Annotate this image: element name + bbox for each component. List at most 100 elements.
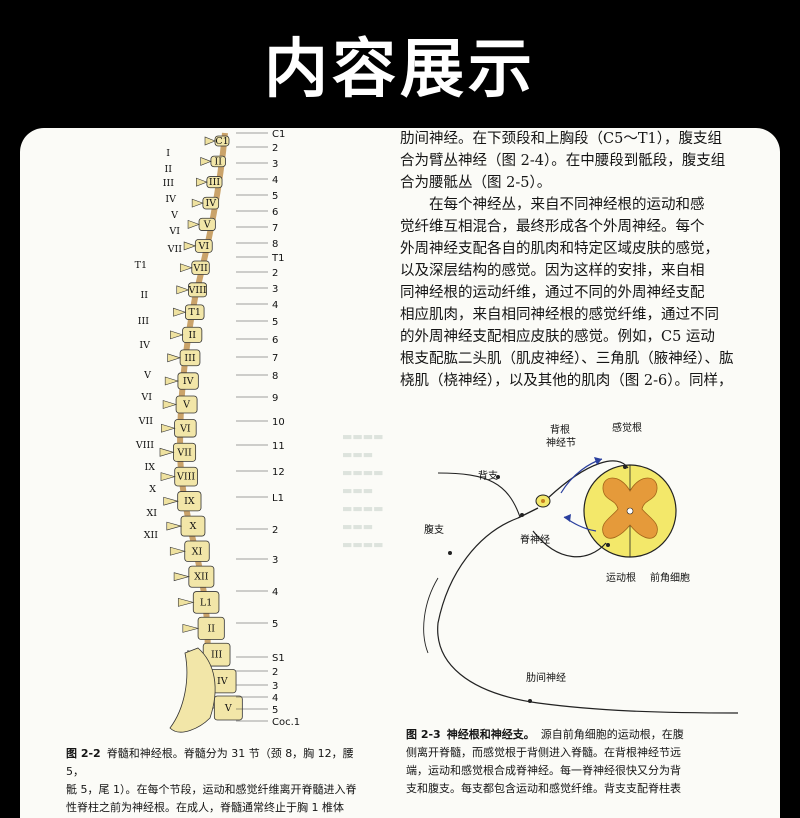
segment-label: 11	[272, 441, 285, 452]
label-spinal-nerve: 脊神经	[520, 533, 550, 546]
segment-label: 5	[272, 191, 278, 202]
vertebra-label: VI	[179, 423, 191, 434]
vertebra-label: XII	[194, 572, 209, 583]
segment-label: 7	[272, 223, 278, 234]
segment-label: 7	[272, 353, 278, 364]
label-anterior-horn: 前角细胞	[650, 571, 690, 584]
vertebra-side-label: III	[138, 316, 150, 327]
spine-figure: C1IIIIIIVVVIVIIVIIIT1IIIIIIVVVIVIIVIIIIX…	[135, 129, 300, 733]
spinous-process	[191, 198, 204, 208]
vertebra-label: VIII	[176, 472, 195, 483]
segment-label: 3	[272, 159, 278, 170]
segment-label: 3	[272, 284, 278, 295]
spinous-process	[187, 219, 200, 229]
spinous-process	[173, 307, 187, 317]
vertebra-side-label: XII	[144, 530, 159, 541]
caption-title: 神经根和神经支。	[446, 728, 535, 741]
banner: 内容展示	[0, 0, 800, 128]
vertebra-label: L1	[200, 597, 212, 608]
label-dorsal-ganglion-1: 背根	[550, 423, 570, 436]
spinous-process	[183, 241, 197, 251]
segment-label: 2	[272, 525, 278, 536]
vertebra-label: IX	[184, 496, 195, 507]
vertebra-side-label: VIII	[135, 440, 154, 451]
segment-label: C1	[272, 129, 285, 140]
vertebra-label: II	[207, 623, 215, 634]
caption-line: 骶 5，尾 1）。在每个节段，运动和感觉纤维离开脊髓进入脊	[66, 783, 357, 796]
caption-line: 端，运动和感觉根合成脊神经。每一脊神经很快又分为背	[406, 764, 681, 777]
body-line: 桡肌（桡神经），以及其他的肌肉（图 2-6）。同样，	[400, 373, 733, 389]
vertebra-side-label: IV	[139, 340, 150, 351]
segment-label: 4	[272, 587, 278, 598]
body-line: 在每个神经丛，来自不同神经根的运动和感	[400, 197, 705, 213]
caption-line: 性脊柱之前为神经根。在成人，脊髓通常终止于胸 1 椎体	[66, 801, 344, 814]
caption-line: 脊髓和神经根。脊髓分为 31 节（颈 8，胸 12，腰 5，	[66, 747, 354, 778]
vertebra-label: C1	[215, 136, 228, 147]
segment-label: 5	[272, 705, 278, 716]
vertebra-label: V	[203, 219, 211, 230]
banner-title: 内容展示	[264, 33, 536, 107]
central-canal	[626, 507, 634, 515]
vertebra-side-label: I	[166, 148, 170, 159]
bleed-through-text: ▬▬▬▬▬▬▬▬▬▬▬▬▬▬▬▬▬▬▬▬▬▬▬▬▬	[342, 430, 384, 551]
segment-label: 2	[272, 667, 278, 678]
spinous-process	[169, 546, 186, 556]
dorsal-branch	[437, 472, 521, 518]
spinous-process	[164, 376, 179, 386]
spinous-process	[179, 263, 193, 273]
body-line: 合为臂丛神经（图 2-4）。在中腰段到骶段，腹支组	[400, 153, 726, 169]
spinous-process	[204, 136, 216, 146]
vertebra-label: III	[209, 177, 221, 188]
vertebra-side-label: V	[170, 210, 178, 221]
spinous-process	[182, 623, 200, 633]
body-line: 的外周神经支配相应皮肤的感觉。例如，C5 运动	[400, 329, 715, 345]
arrow-head	[594, 457, 602, 465]
label-motor-root: 运动根	[606, 571, 636, 584]
spinous-process	[173, 572, 190, 582]
arrow-head	[564, 514, 571, 522]
spinous-process	[166, 521, 183, 531]
book-page: ▬▬▬▬▬▬▬▬▬▬▬▬▬▬▬▬▬▬▬▬▬▬▬▬▬ 肋间神经。在下颈段和上胸段（…	[20, 128, 780, 818]
vertebra-label: III	[211, 650, 223, 661]
vertebra-side-label: III	[163, 178, 175, 189]
body-line: 同神经根的运动纤维，通过不同的外周神经支配	[400, 285, 705, 301]
body-line: 以及深层结构的感觉。因为这样的安排，来自相	[400, 263, 705, 279]
segment-label: 12	[272, 467, 285, 478]
segment-label: T1	[271, 253, 284, 264]
body-line: 合为腰骶丛（图 2-5）。	[400, 175, 552, 191]
vertebra-label: V	[224, 703, 232, 714]
segment-label: 4	[272, 693, 278, 704]
caption-line: 支和腹支。每支都包含运动和感觉纤维。背支支配脊柱表	[406, 782, 681, 795]
segment-label: 2	[272, 143, 278, 154]
segment-label: 5	[272, 619, 278, 630]
vertebra-label: V	[182, 400, 190, 411]
caption-number: 图 2-2	[66, 747, 101, 760]
nerve-root-figure: 感觉根 背根 神经节 背支 腹支 脊神经 运动根 前角细胞 肋间神经	[423, 421, 739, 714]
spinous-process	[162, 400, 178, 409]
spinous-process	[200, 156, 212, 166]
vertebra-label: IV	[217, 676, 228, 687]
spinous-process	[159, 447, 175, 457]
vertebra-label: III	[184, 353, 196, 364]
segment-label: 6	[272, 335, 278, 346]
segment-label: 8	[272, 239, 278, 250]
segment-label: 9	[272, 393, 278, 404]
vertebra-label: X	[190, 521, 197, 532]
segment-label: 8	[272, 371, 278, 382]
spinous-process	[170, 330, 184, 340]
sacrum	[169, 647, 216, 733]
label-dorsal-branch: 背支	[478, 469, 498, 482]
vertebra-label: II	[214, 156, 222, 167]
segment-label: 5	[272, 317, 278, 328]
vertebra-label: VIII	[187, 285, 206, 296]
segment-label: 4	[272, 175, 278, 186]
spinous-process	[160, 472, 176, 482]
vertebra-side-label: XI	[146, 508, 157, 519]
label-ventral-branch: 腹支	[424, 523, 444, 536]
vertebra-side-label: VI	[168, 226, 180, 237]
vertebra-side-label: IX	[144, 462, 155, 473]
vertebra-label: XI	[192, 546, 203, 557]
body-line: 根支配肱二头肌（肌皮神经）、三角肌（腋神经）、肱	[400, 351, 734, 367]
